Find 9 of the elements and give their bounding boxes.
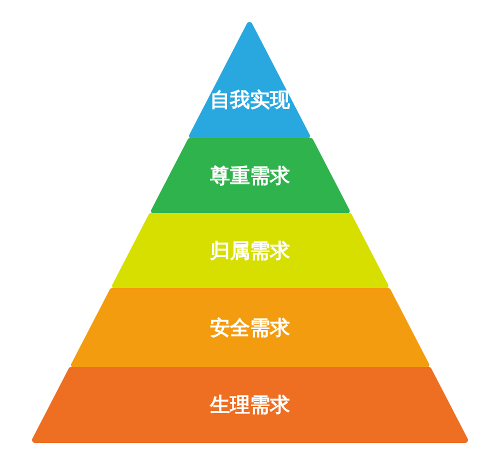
pyramid-layer	[114, 216, 386, 286]
layer-label: 生理需求	[210, 392, 290, 418]
layer-label: 尊重需求	[210, 162, 290, 190]
layer-label: 自我实现	[210, 86, 290, 114]
pyramid-layer	[192, 25, 308, 136]
layer-label: 安全需求	[210, 314, 290, 342]
layer-label: 归属需求	[210, 238, 290, 264]
pyramid-layer	[74, 291, 426, 365]
pyramid-layer	[35, 370, 465, 440]
